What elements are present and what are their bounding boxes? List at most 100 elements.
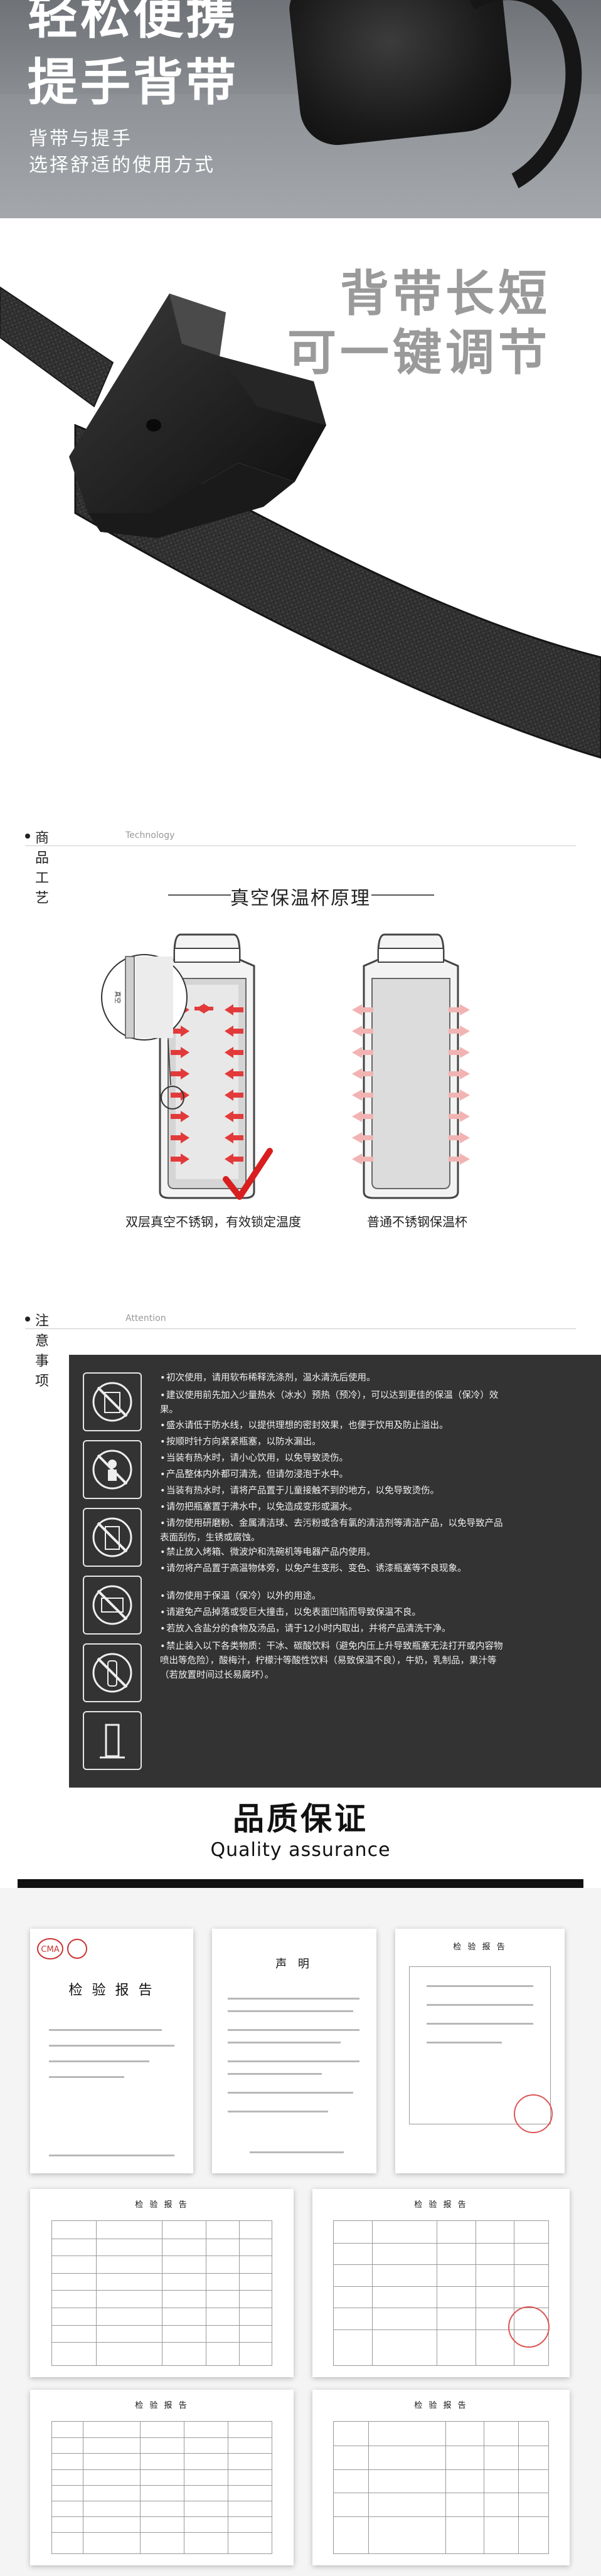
attention-item-text: 当装有热水时，请小心饮用，以免导致烫伤。 [166,1453,348,1463]
heat-loss-arrow-icon [352,1004,373,1015]
bullet-dot-icon [25,834,30,839]
heat-loss-arrow-icon [352,1132,373,1143]
no-microwave-icon [83,1576,142,1635]
heat-loss-arrow-icon [352,1111,373,1122]
strap-section: 背带长短 可一键调节 [0,218,601,794]
attention-section-en: Attention [125,1313,166,1323]
attention-item: •建议使用前先加入少量热水（冰水）预热（预冷），可以达到更佳的保温（保冷）效果。 [160,1391,499,1415]
attention-item: •禁止装入以下各类物质：干冰、碳酸饮料（避免内压上升导致瓶塞无法打开或内容物喷出… [160,1641,503,1680]
doc2-title: 声 明 [275,1958,313,1971]
attention-item: •请勿使用于保温（保冷）以外的用途。 [160,1591,321,1601]
heat-loss-arrow-icon [352,1153,373,1165]
attention-item: •禁止放入烤箱、微波炉和洗碗机等电器产品内使用。 [160,1547,376,1557]
doc3-title: 检 验 报 告 [453,1943,507,1952]
heat-arrow-icon [225,1132,243,1143]
attention-item-text: 禁止装入以下各类物质：干冰、碳酸饮料（避免内压上升导致瓶塞无法打开或内容物喷出等… [160,1641,503,1680]
heat-loss-arrow-icon [352,1026,373,1037]
attention-item-text: 初次使用，请用软布稀释洗涤剂，温水清洗后使用。 [166,1373,376,1383]
attention-item-text: 盛水请低于防水线，以提供理想的密封效果，也便于饮用及防止溢出。 [166,1421,449,1431]
heat-arrow-icon [225,1068,243,1079]
cma-logo-text: CMA [41,1945,59,1954]
attention-panel [69,1355,601,1788]
hero-subtitle-line2: 选择舒适的使用方式 [29,154,215,176]
inspection-table-4: 检 验 报 告 [312,2390,570,2565]
heat-arrow-icon [171,1026,189,1037]
no-dishwasher-icon [83,1372,142,1431]
vacuum-bottle-diagram: 真空 [101,933,273,1200]
quality-title-en: Quality assurance [210,1839,391,1861]
strap-title-line1: 背带长短 [339,266,551,322]
heat-loss-arrow-icon [352,1047,373,1058]
attention-item: •按顺时针方向紧紧瓶塞，以防水漏出。 [160,1437,321,1447]
heat-arrow-icon [225,1026,243,1037]
quality-divider-bar [18,1879,583,1888]
cma-logo-icon: CMA [37,1938,87,1959]
section-divider [25,1328,576,1329]
attention-item-text: 请勿将产品置于高温物体旁，以免产生变形、变色、诱漆瓶塞等不良现象。 [166,1564,467,1574]
heat-loss-arrow-icon [449,1089,470,1101]
heat-arrow-icon [225,1111,243,1122]
attention-item: •请勿使用研磨粉、金属清洁球、去污粉或含有氯的清洁剂等清洁产品，以免导致产品表面… [160,1519,503,1543]
heat-arrow-icon [171,1132,189,1143]
heat-arrow-icon [171,1153,189,1165]
attention-item: •请避免产品掉落或受巨大撞击，以免表面凹陷而导致保温不良。 [160,1608,421,1618]
doc4-title: 检 验 报 告 [135,2200,189,2210]
doc1-title: 检 验 报 告 [68,1983,155,1998]
no-child-icon [83,1440,142,1499]
attention-item-text: 请勿使用研磨粉、金属清洁球、去污粉或含有氯的清洁剂等清洁产品，以免导致产品表面刮… [160,1519,503,1543]
attention-item-text: 请勿把瓶塞置于沸水中，以免造成变形或漏水。 [166,1502,358,1512]
attention-item-text: 建议使用前先加入少量热水（冰水）预热（预冷），可以达到更佳的保温（保冷）效果。 [160,1391,499,1415]
heat-arrow-icon [171,1111,189,1122]
heat-loss-arrow-icon [449,1153,470,1165]
svg-text:真空: 真空 [114,991,122,1004]
inspection-table-3: 检 验 报 告 [30,2390,294,2565]
principle-title: 真空保温杯原理 [230,888,371,909]
no-soda-icon [83,1643,142,1702]
bullet-dot-icon [25,1317,30,1322]
attention-item-text: 产品整体内外都可清洗，但请勿浸泡于水中。 [166,1470,348,1480]
attention-item: •当装有热水时，请小心饮用，以免导致烫伤。 [160,1453,348,1463]
heat-arrow-icon [225,1047,243,1058]
attention-item-text: 禁止放入烤箱、微波炉和洗碗机等电器产品内使用。 [166,1547,376,1557]
attention-item-text: 按顺时针方向紧紧瓶塞，以防水漏出。 [166,1437,321,1447]
heat-arrow-icon [171,1089,189,1101]
attention-item-text: 请勿使用于保温（保冷）以外的用途。 [166,1591,321,1601]
heat-loss-arrow-icon [449,1132,470,1143]
heat-loss-arrow-icon [449,1068,470,1079]
heat-arrow-icon [171,1047,189,1058]
heat-arrow-icon [171,1068,189,1079]
inspection-table-1: 检 验 报 告 [30,2189,294,2377]
attention-item-text: 若放入含盐分的食物及汤品，请于12小时内取出，并将产品清洗干净。 [166,1624,451,1634]
technology-section-cn: 商品工艺 [35,830,51,906]
hero-title-line1: 轻松便携 [28,0,238,45]
attention-item: •初次使用，请用软布稀释洗涤剂，温水清洗后使用。 [160,1373,376,1383]
hero-subtitle-line1: 背带与提手 [29,128,132,150]
attention-item-text: 当装有热水时，请将产品置于儿童接触不到的地方，以免导致烫伤。 [166,1486,439,1496]
attention-section-cn: 注意事项 [35,1313,51,1389]
heat-loss-arrow-icon [449,1026,470,1037]
heat-loss-arrow-icon [352,1089,373,1101]
doc5-title: 检 验 报 告 [414,2200,468,2210]
declaration-document: 声 明 [212,1929,376,2173]
strap-title-line2: 可一键调节 [287,325,551,381]
hero-title-line2: 提手背带 [28,53,238,112]
no-drop-icon [83,1711,142,1770]
heat-arrow-icon [225,1089,243,1101]
attention-item: •请勿把瓶塞置于沸水中，以免造成变形或漏水。 [160,1502,358,1512]
attention-item: •若放入含盐分的食物及汤品，请于12小时内取出，并将产品清洗干净。 [160,1624,451,1634]
red-stamp-icon [508,2306,550,2348]
inspection-report-cover: CMA 检 验 报 告 [30,1929,193,2173]
normal-bottle-diagram [352,933,470,1199]
heat-loss-arrow-icon [449,1111,470,1122]
inspection-report-page: 检 验 报 告 [395,1929,565,2173]
heat-loss-arrow-icon [352,1068,373,1079]
hero-banner: 轻松便携 提手背带 背带与提手 选择舒适的使用方式 [0,0,601,218]
heat-loss-arrow-icon [449,1047,470,1058]
doc7-title: 检 验 报 告 [414,2401,468,2410]
heat-arrow-icon [225,1153,243,1165]
left-diagram-caption: 双层真空不锈钢，有效锁定温度 [125,1214,301,1229]
attention-item: •请勿将产品置于高温物体旁，以免产生变形、变色、诱漆瓶塞等不良现象。 [160,1564,467,1574]
attention-item: •产品整体内外都可清洗，但请勿浸泡于水中。 [160,1470,348,1480]
title-rule-left [168,894,231,896]
attention-item: •当装有热水时，请将产品置于儿童接触不到的地方，以免导致烫伤。 [160,1486,439,1496]
